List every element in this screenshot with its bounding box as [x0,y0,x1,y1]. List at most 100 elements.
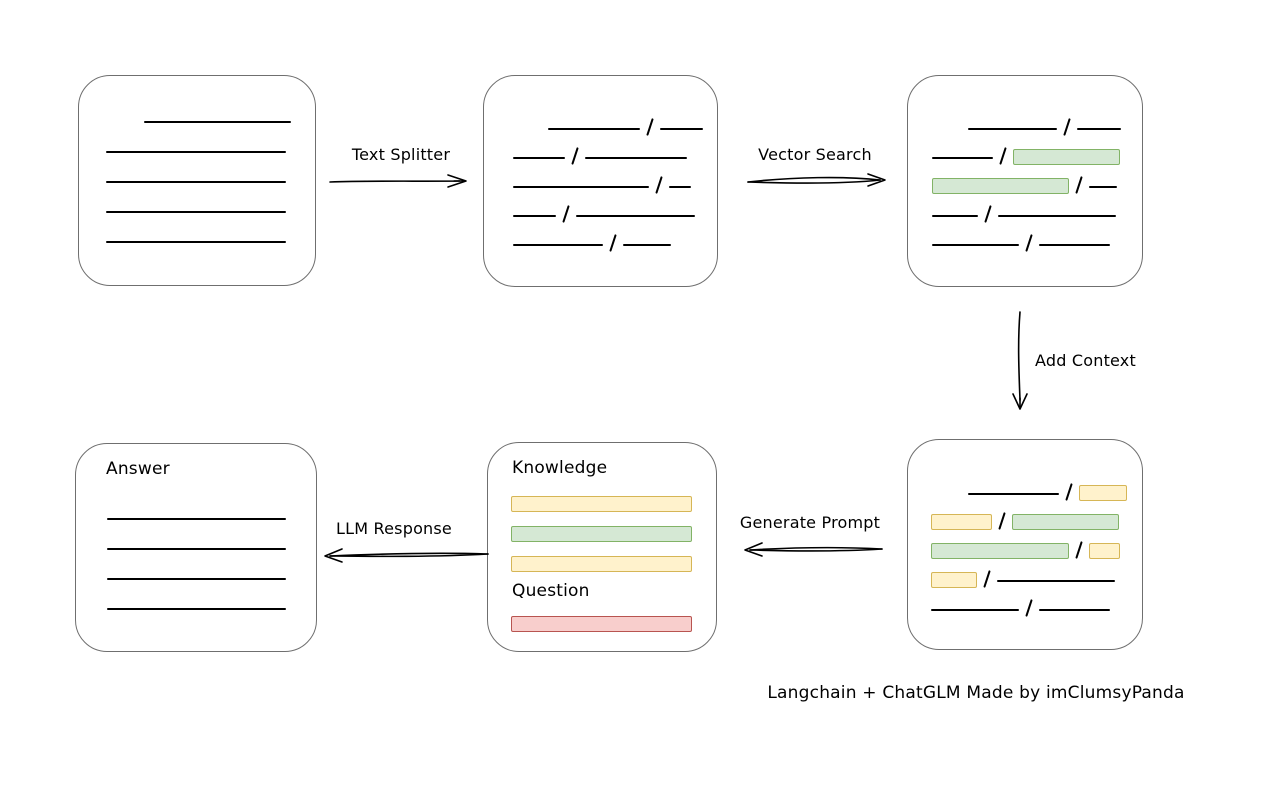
text-line [144,121,291,123]
highlighted-chunk-yellow [931,514,992,530]
answer-label: Answer [106,459,170,479]
generate-prompt-label: Generate Prompt [739,513,881,532]
slash-separator [571,146,579,165]
red-bar [511,616,692,632]
slash-separator [562,204,570,223]
highlighted-chunk-green [932,178,1069,194]
chunk-row [932,166,1142,195]
text-line [968,128,1057,130]
generate-prompt-arrow [744,542,883,557]
text-line [932,157,993,159]
text-line [997,580,1115,582]
llm-response-arrow [324,548,489,563]
text-splitter-label: Text Splitter [351,145,451,164]
chunk-row [931,560,1142,589]
highlighted-chunk-green [931,543,1069,559]
text-line [107,578,286,580]
chunk-row [106,220,315,250]
slash-separator [1075,540,1083,559]
chunk-row [106,190,315,220]
chunk-row [513,166,717,195]
text-line [998,215,1116,217]
slash-separator [646,117,654,136]
slash-separator [1075,175,1083,194]
text-line [513,244,603,246]
question-bar [511,616,692,646]
knowledge-label: Knowledge [512,458,608,478]
matched-chunk-rows [908,76,1142,253]
slash-separator [609,233,617,252]
answer-node: Answer [75,443,317,652]
text-line [513,157,565,159]
add-context-arrow [1012,311,1028,410]
chunk-row [932,108,1142,137]
chunk-row [106,100,315,130]
text-line [669,186,691,188]
document-node [78,75,316,286]
chunk-row [107,587,286,617]
text-line [931,609,1019,611]
knowledge-bars [511,496,692,586]
chunk-row [932,195,1142,224]
chunk-row [932,224,1142,253]
text-line [576,215,695,217]
question-label: Question [512,581,590,601]
chunk-row [106,160,315,190]
text-line [107,608,286,610]
text-line [548,128,640,130]
llm-response-label: LLM Response [336,519,452,538]
split-chunks-node [483,75,718,287]
highlighted-chunk-green [1013,149,1120,165]
chunk-row [932,137,1142,166]
chunk-row [107,557,286,587]
text-line [106,211,286,213]
text-line [968,493,1059,495]
add-context-label: Add Context [1035,351,1136,370]
text-splitter-arrow [329,174,467,188]
text-line [1089,186,1117,188]
matched-chunks-node [907,75,1143,287]
vector-search-arrow [747,173,886,187]
split-chunk-rows [484,76,717,253]
slash-separator [998,511,1006,530]
chunk-row [513,108,717,137]
yellow-bar [511,556,692,572]
credit-caption: Langchain + ChatGLM Made by imClumsyPand… [767,683,1185,703]
chunk-row [931,531,1142,560]
yellow-bar [511,496,692,512]
text-line [932,215,978,217]
highlighted-chunk-yellow [1079,485,1127,501]
chunk-row [513,195,717,224]
chunk-row [107,527,286,557]
text-line [623,244,671,246]
green-bar [511,526,692,542]
text-line [585,157,687,159]
context-chunk-rows [908,440,1142,618]
highlighted-chunk-yellow [931,572,977,588]
chunk-row [106,130,315,160]
slash-separator [1065,482,1073,501]
slash-separator [999,146,1007,165]
chunk-row [107,497,286,527]
document-text-lines [79,76,315,250]
slash-separator [983,569,991,588]
text-line [1039,244,1110,246]
vector-search-label: Vector Search [758,145,872,164]
slash-separator [1025,598,1033,617]
chunk-row [513,137,717,166]
slash-separator [984,204,992,223]
answer-text-lines [107,497,286,617]
slash-separator [655,175,663,194]
text-line [106,181,286,183]
highlighted-chunk-yellow [1089,543,1120,559]
chunk-row [931,589,1142,618]
text-line [1039,609,1110,611]
text-line [1077,128,1121,130]
text-line [513,215,556,217]
text-line [513,186,649,188]
text-line [932,244,1019,246]
text-line [106,241,286,243]
slash-separator [1063,117,1071,136]
context-chunks-node [907,439,1143,650]
